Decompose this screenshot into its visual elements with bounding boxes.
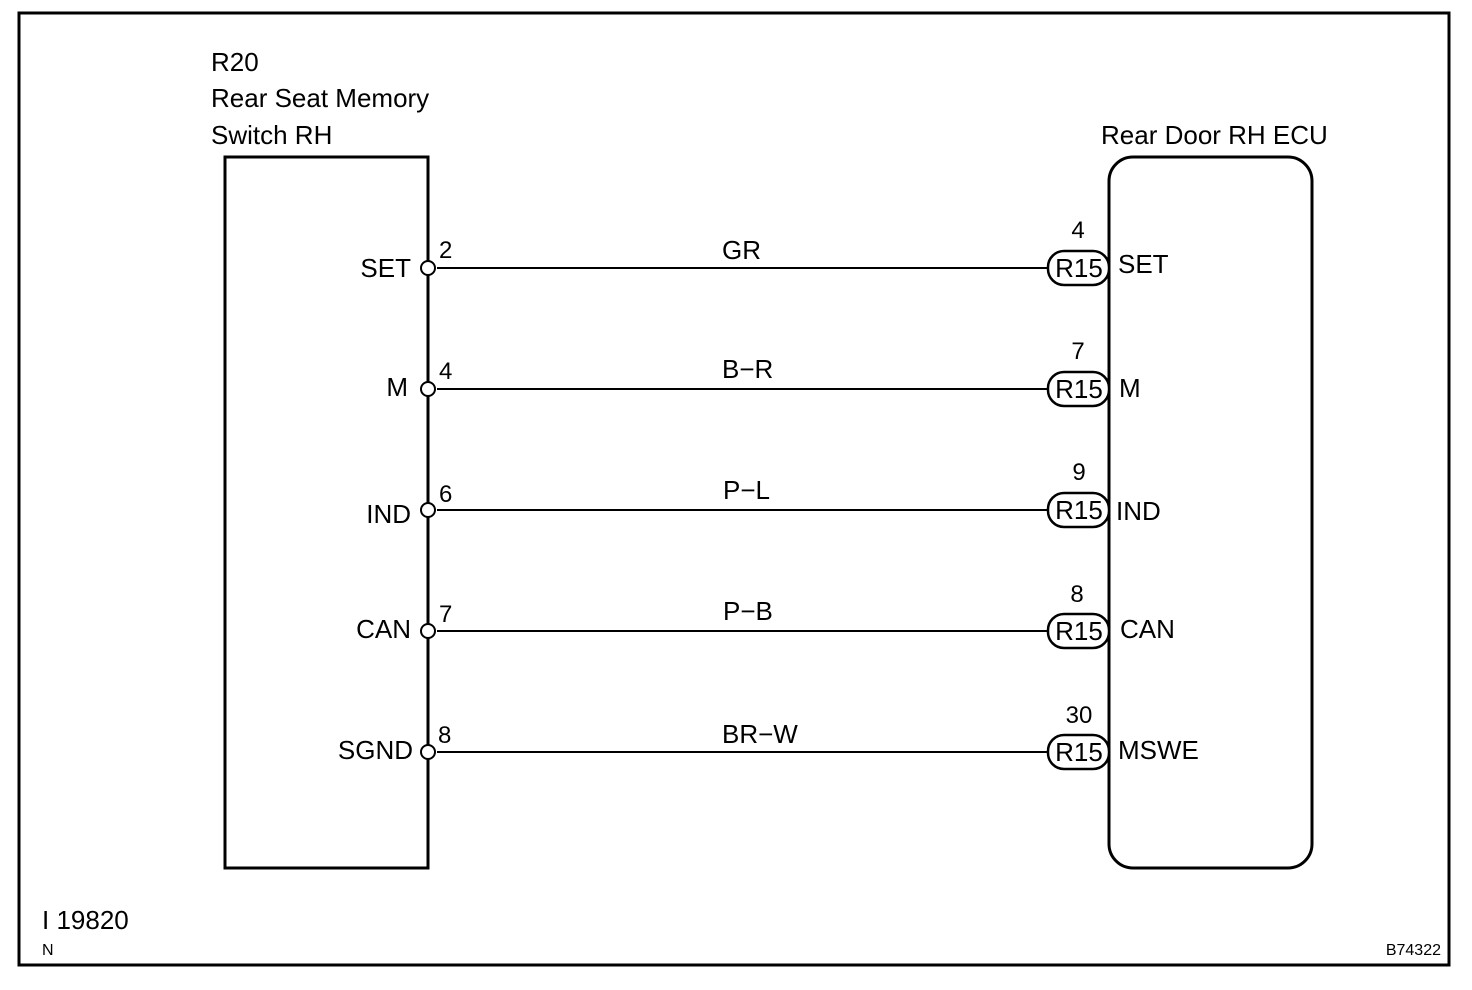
connector-label: R15 <box>1055 616 1103 646</box>
left-pin-number: 8 <box>438 722 451 749</box>
left-pin-number: 2 <box>439 237 452 264</box>
right-signal-label: M <box>1119 373 1141 403</box>
circuit-row-3: CAN 7 P−B 8 R15 CAN <box>356 581 1175 650</box>
connector-badge <box>1046 733 1111 771</box>
footer-letter: N <box>42 942 54 959</box>
left-component-id: R20 <box>211 47 259 77</box>
wire-color-label: GR <box>722 235 761 265</box>
connector-badge <box>1046 612 1111 650</box>
right-pin-number: 9 <box>1072 459 1085 486</box>
right-pin-number: 4 <box>1071 217 1084 244</box>
circuit-row-4: SGND 8 BR−W 30 R15 MSWE <box>338 702 1199 771</box>
wire-color-label: P−B <box>723 596 773 626</box>
wire-color-label: B−R <box>722 354 773 384</box>
circuit-row-1: M 4 B−R 7 R15 M <box>386 338 1141 408</box>
left-signal-label: M <box>386 372 408 402</box>
right-pin-number: 30 <box>1066 702 1093 729</box>
diagram-frame <box>17 11 1451 967</box>
left-pin-number: 4 <box>439 358 452 385</box>
left-pin-number: 7 <box>439 601 452 628</box>
connector-label: R15 <box>1055 374 1103 404</box>
connector-badge <box>1046 249 1111 287</box>
terminal-circle <box>420 381 436 397</box>
left-signal-label: SGND <box>338 735 413 765</box>
right-pin-number: 8 <box>1070 581 1083 608</box>
footer-code: I 19820 <box>42 905 129 935</box>
circuit-row-0: SET 2 GR 4 R15 SET <box>360 217 1169 287</box>
terminal-circle <box>420 623 436 639</box>
connector-badge <box>1046 370 1111 408</box>
wire-color-label: BR−W <box>722 719 798 749</box>
left-signal-label: IND <box>366 499 411 529</box>
connector-label: R15 <box>1055 253 1103 283</box>
left-signal-label: SET <box>360 253 411 283</box>
right-signal-label: MSWE <box>1118 735 1199 765</box>
right-signal-label: IND <box>1116 496 1161 526</box>
right-signal-label: CAN <box>1120 614 1175 644</box>
right-pin-number: 7 <box>1071 338 1084 365</box>
connector-badge <box>1046 491 1111 529</box>
connector-label: R15 <box>1055 737 1103 767</box>
right-signal-label: SET <box>1118 249 1169 279</box>
left-signal-label: CAN <box>356 614 411 644</box>
left-pin-number: 6 <box>439 481 452 508</box>
right-component-name: Rear Door RH ECU <box>1101 120 1328 150</box>
figure-id: B74322 <box>1386 942 1441 959</box>
terminal-circle <box>420 744 436 760</box>
connector-label: R15 <box>1055 495 1103 525</box>
circuit-row-2: IND 6 P−L 9 R15 IND <box>366 459 1161 529</box>
left-component-name-line1: Rear Seat Memory <box>211 83 429 113</box>
terminal-circle <box>420 502 436 518</box>
terminal-circle <box>420 260 436 276</box>
wire-color-label: P−L <box>723 475 770 505</box>
left-component-name-line2: Switch RH <box>211 120 332 150</box>
